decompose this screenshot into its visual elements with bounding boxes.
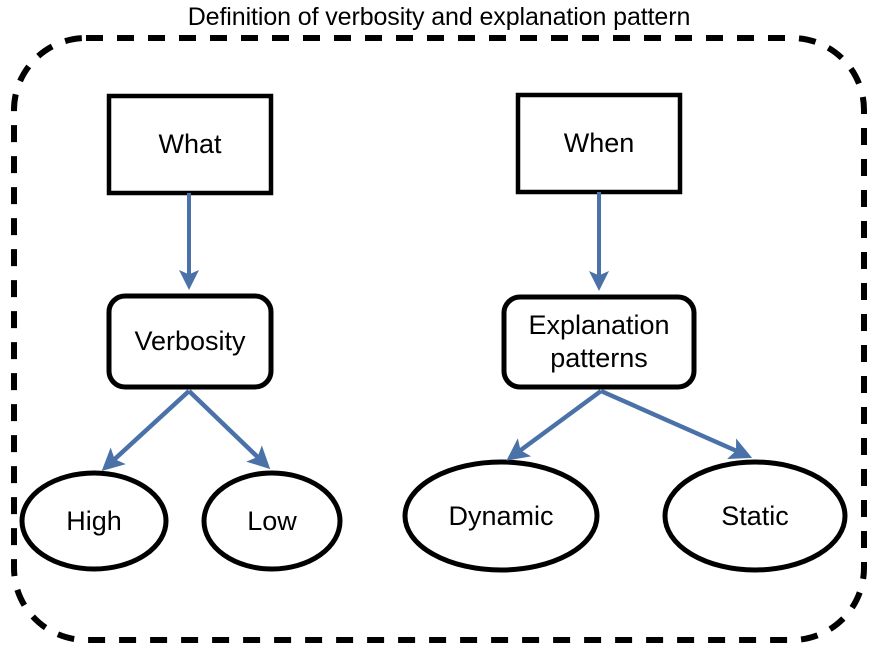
node-low-shape[interactable]: [201, 470, 343, 572]
node-verbosity-shape[interactable]: [106, 293, 274, 390]
node-high-shape[interactable]: [19, 470, 169, 572]
node-static-shape[interactable]: [662, 459, 848, 573]
edge-verbosity-to-high: [101, 389, 191, 472]
dashed-rounded-container: [11, 35, 867, 643]
node-when-shape[interactable]: [515, 92, 683, 195]
edge-verbosity-to-low: [187, 389, 271, 470]
node-dynamic-shape[interactable]: [402, 459, 600, 573]
node-what-shape[interactable]: [106, 93, 274, 196]
edge-explanation-patterns-to-static: [600, 388, 753, 460]
node-explanation-patterns-shape[interactable]: [501, 294, 697, 390]
page-title: Definition of verbosity and explanation …: [187, 3, 691, 31]
edge-explanation-patterns-to-dynamic: [506, 389, 603, 461]
